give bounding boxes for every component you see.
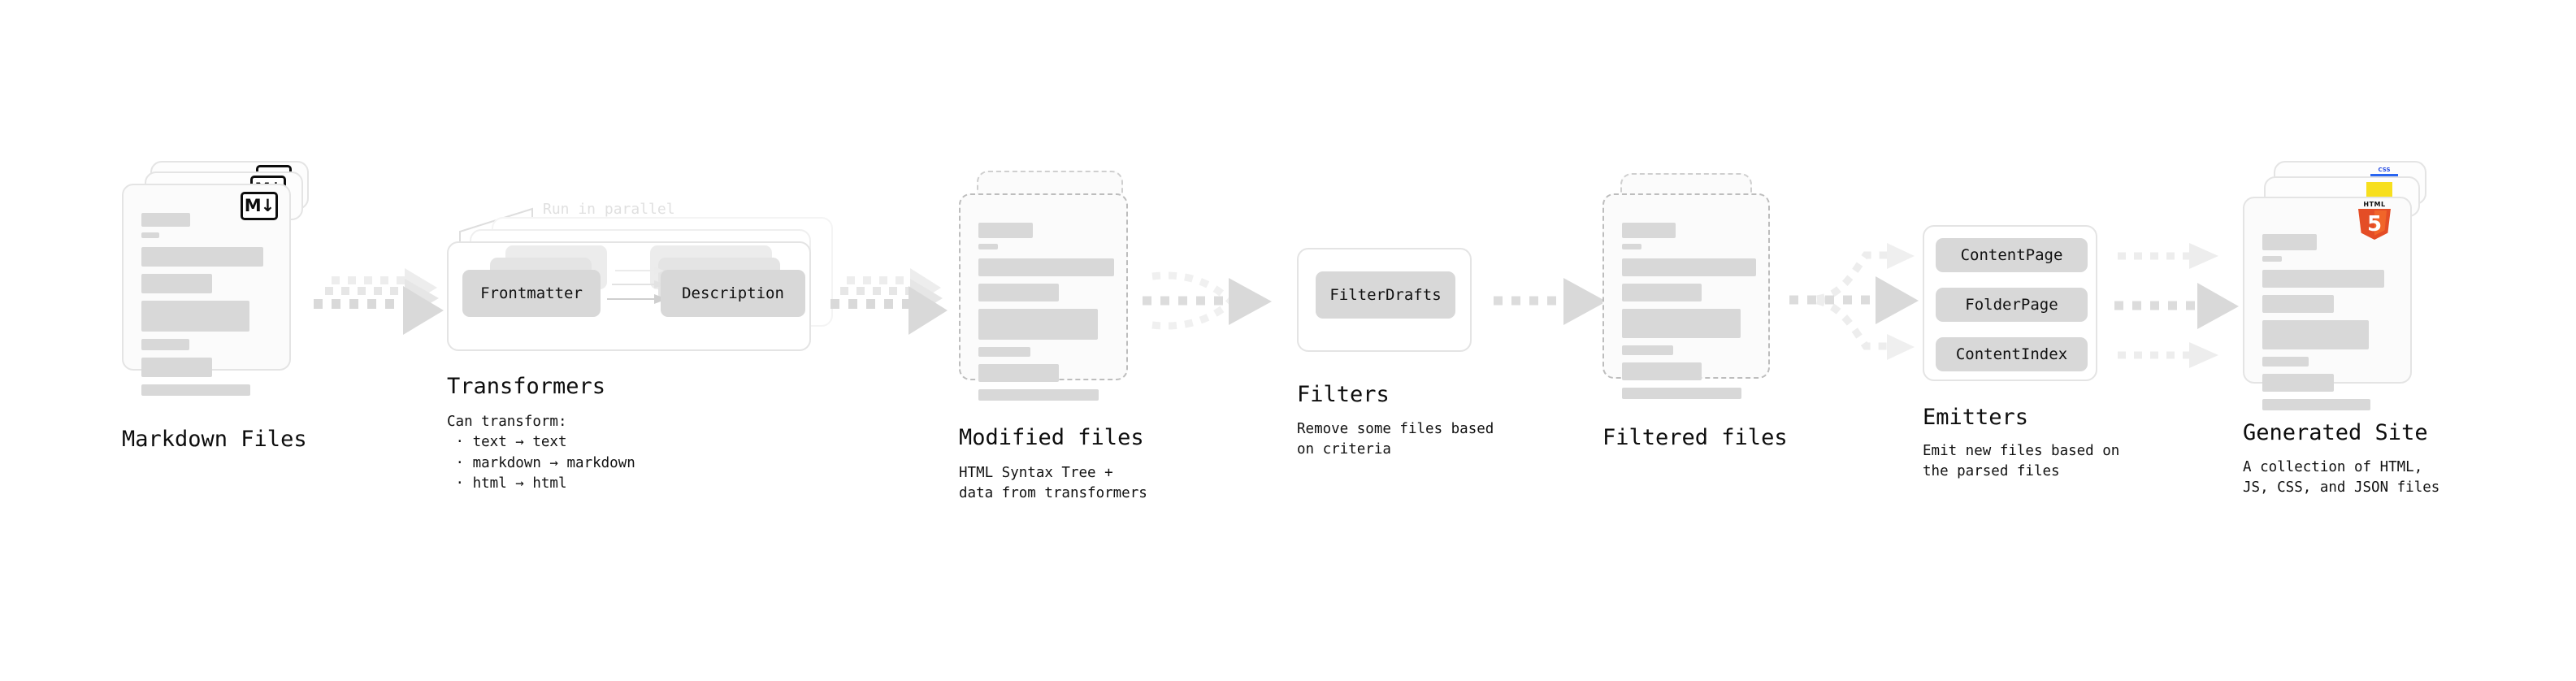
emitter-chip-contentindex-label: ContentIndex [1955,345,2068,363]
content-line [141,274,212,293]
stage-title-emitters: Emitters [1923,405,2029,430]
content-line [141,384,250,396]
generated-file-front: HTML 5 [2243,197,2412,410]
content-line [2262,295,2334,313]
content-line [1622,388,1741,399]
stage-title-markdown-files: Markdown Files [122,427,307,452]
filter-chip-filterdrafts-label: FilterDrafts [1329,286,1442,304]
arrow-filters-to-filtered [1494,278,1607,325]
content-line [978,347,1030,357]
content-line [1622,345,1673,355]
arrow-markdown-to-transformers [314,268,444,335]
arrow-emitters-to-site [2114,243,2239,368]
stage-subtitle-generated-site: A collection of HTML, JS, CSS, and JSON … [2243,459,2440,497]
content-line [1622,284,1702,301]
stage-subtitle-transformers: Can transform: · text → text · markdown … [447,414,635,492]
transformer-chip-frontmatter-label: Frontmatter [480,284,583,302]
content-line [1622,258,1756,276]
markdown-icon: M↓ [241,192,278,220]
emitter-chip-contentpage[interactable]: ContentPage [1936,238,2088,272]
stage-title-filters: Filters [1297,382,1390,407]
content-line [2262,270,2384,288]
css-icon-bar [2370,174,2398,176]
content-line [978,309,1098,340]
markdown-file-front: M↓ [122,184,291,396]
content-line [978,284,1059,301]
transformer-chip-frontmatter[interactable]: Frontmatter [462,270,601,317]
content-line [141,247,263,267]
stage-title-modified-files: Modified files [959,425,1144,450]
content-line [1622,244,1641,249]
js-icon [2366,182,2392,197]
modified-file-front [959,193,1128,401]
content-line [978,223,1033,238]
generated-file-content [2262,234,2397,418]
filtered-file-content [1622,223,1756,406]
content-line [141,232,159,238]
emitter-chip-contentindex[interactable]: ContentIndex [1936,337,2088,371]
css-icon-label: CSS [2378,167,2391,173]
content-line [2262,374,2334,392]
content-line [141,213,190,227]
transformer-inner-arrows [607,267,667,304]
arrow-transformers-to-modified [830,268,948,335]
content-line [2262,399,2370,410]
content-line [978,389,1099,401]
stage-title-generated-site: Generated Site [2243,420,2428,445]
stage-subtitle-modified-files: HTML Syntax Tree + data from transformer… [959,465,1147,502]
emitters-box: ContentPage FolderPage ContentIndex [1923,225,2097,381]
stage-subtitle-emitters: Emit new files based on the parsed files [1923,443,2120,480]
html5-icon-word: HTML [2363,201,2386,208]
filtered-file-front [1602,193,1770,399]
content-line [1622,309,1741,338]
stage-title-filtered-files: Filtered files [1602,425,1788,450]
transformer-chip-description-label: Description [682,284,784,302]
stage-title-transformers: Transformers [447,374,606,399]
html5-icon: HTML 5 [2358,201,2391,240]
emitter-chip-folderpage-label: FolderPage [1965,296,2058,314]
css-icon: CSS [2370,167,2398,176]
content-line [141,358,212,377]
markdown-file-content [141,213,276,403]
content-line [2262,357,2309,367]
html5-icon-shield-inner [2374,210,2387,236]
content-line [978,244,998,249]
content-line [2262,234,2317,250]
content-line [1622,223,1676,238]
content-line [141,339,189,350]
html5-icon-digit: 5 [2366,212,2383,236]
transformer-chip-description[interactable]: Description [661,270,805,317]
content-line [141,301,249,332]
run-in-parallel-label: Run in parallel [543,201,675,218]
filters-box: FilterDrafts [1297,248,1472,352]
content-line [2262,320,2369,349]
content-line [1622,362,1702,380]
filter-chip-filterdrafts[interactable]: FilterDrafts [1316,271,1455,319]
emitter-chip-folderpage[interactable]: FolderPage [1936,288,2088,322]
content-line [2262,256,2282,262]
content-line [978,364,1059,382]
arrow-filtered-to-emitters [1789,243,1919,360]
content-line [978,258,1114,276]
emitter-chip-contentpage-label: ContentPage [1960,246,2063,264]
stage-subtitle-filters: Remove some files based on criteria [1297,421,1494,458]
arrow-modified-to-filters [1143,271,1272,330]
modified-file-content [978,223,1114,408]
